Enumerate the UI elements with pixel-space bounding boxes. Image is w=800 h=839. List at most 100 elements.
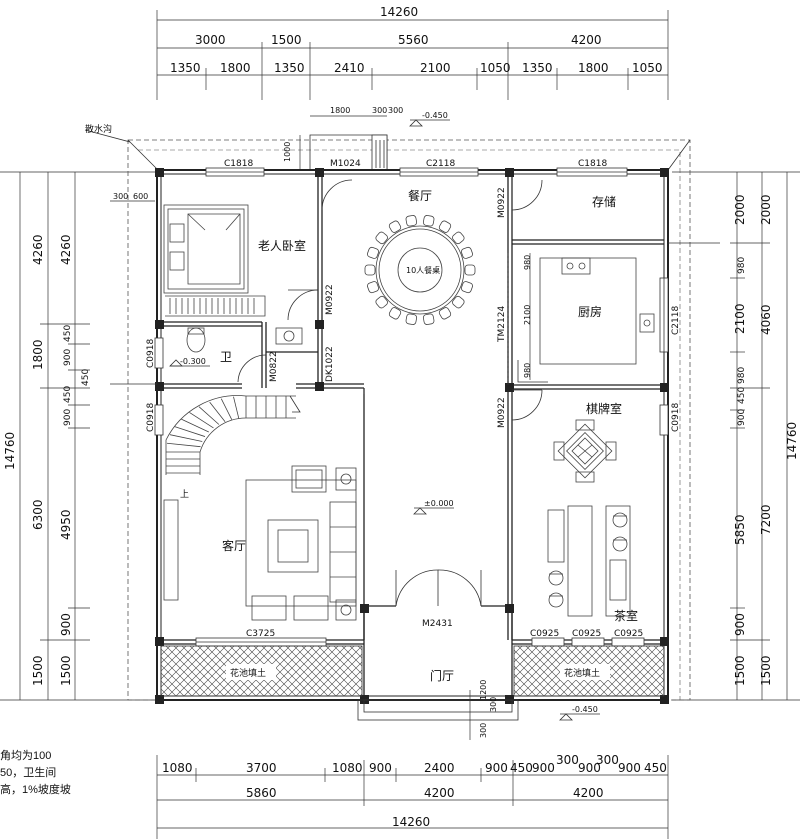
- left-inner-dim: 4260: [59, 234, 73, 265]
- porch-dim: 300: [479, 723, 488, 738]
- dining-chair: [405, 313, 418, 325]
- stair-up-label: 上: [180, 489, 189, 500]
- room-elder-bedroom: 老人卧室: [258, 238, 306, 253]
- chess-table: [553, 419, 617, 483]
- top-row2-dim: 1350: [170, 61, 201, 75]
- dining-chair: [405, 215, 418, 227]
- window-label: C0925: [572, 629, 601, 639]
- window-label: C1818: [224, 159, 253, 169]
- sofa-set: [163, 465, 357, 621]
- stair-tread: [198, 406, 220, 425]
- bottom-row1-dim: 900: [532, 761, 555, 775]
- dining-chair: [422, 215, 435, 227]
- room-labels: 老人卧室 餐厅 存储 厨房 卫 棋牌室 客厅 茶室 门厅: [220, 188, 638, 683]
- left-top-small-dim: 300: [113, 192, 128, 201]
- top-row1-dim: 5560: [398, 33, 429, 47]
- top-row2-dim: 2100: [420, 61, 451, 75]
- dining-chair: [364, 264, 376, 276]
- bottom-row1-dim: 300: [596, 753, 619, 767]
- entry-dim: 300: [372, 106, 387, 115]
- floor-level-mark: ±0.000: [413, 499, 454, 515]
- notes: 角均为100 50，卫生间 高，1%坡度坡: [0, 748, 71, 799]
- right-inner-dim: 2000: [733, 194, 747, 225]
- planter-right-label: 花池填土: [564, 667, 600, 679]
- porch-steps: 300 1200 300 -0.450: [357, 680, 600, 740]
- left-inner-dim: 900: [63, 409, 73, 426]
- top-row1-dim: 1500: [271, 33, 302, 47]
- opening-labels: C1818 M1024 C2118 C1818 M0922 M0922 M092…: [146, 159, 681, 639]
- door-label: M0922: [497, 187, 507, 218]
- left-inner-dim: 450: [63, 325, 73, 342]
- stair-tread: [174, 426, 206, 437]
- bottom-row1-dim: 450: [644, 761, 667, 775]
- porch-level: -0.450: [572, 705, 598, 714]
- right-dimensions: 14760 2000 4060 7200 1500 2000 980 2100 …: [672, 171, 800, 701]
- floor-level: ±0.000: [424, 499, 454, 508]
- dining-chair: [367, 246, 379, 259]
- note-line: 50，卫生间: [0, 767, 57, 779]
- dining-chair: [388, 220, 402, 233]
- windows: [154, 167, 669, 647]
- top-row2-dim: 1050: [480, 61, 511, 75]
- room-foyer: 门厅: [430, 668, 454, 683]
- window-label: C0925: [614, 629, 643, 639]
- bath-level: -0.300: [180, 357, 206, 366]
- room-storage: 存储: [592, 194, 616, 209]
- left-mid-dim: 1800: [31, 339, 45, 370]
- left-dimensions: 14760 4260 1800 6300 1500 4260 450 900 4…: [0, 171, 155, 701]
- top-row1-dim: 4200: [571, 33, 602, 47]
- bottom-row1-dim: 1080: [332, 761, 363, 775]
- top-row2-dim: 1050: [632, 61, 663, 75]
- left-mid-dim: 1500: [31, 655, 45, 686]
- door-label: M1024: [330, 159, 361, 169]
- porch-dim: 300: [489, 697, 498, 712]
- doors: [237, 179, 543, 607]
- bottom-row1-dim: 900: [369, 761, 392, 775]
- window-label: C0918: [146, 403, 156, 432]
- door-label: M0922: [497, 397, 507, 428]
- bottom-row1-dim: 900: [618, 761, 641, 775]
- kitchen-dim: 980: [523, 363, 532, 378]
- note-line: 高，1%坡度坡: [0, 784, 71, 796]
- dining-table-label: 10人餐桌: [406, 265, 440, 275]
- window-label: C1818: [578, 159, 607, 169]
- left-inner-dim: 4950: [59, 509, 73, 540]
- left-inner-dim: 450: [81, 369, 91, 386]
- right-inner-dim: 900: [733, 613, 747, 636]
- dining-chair: [452, 295, 465, 309]
- entry-level: -0.450: [422, 111, 448, 120]
- bottom-row1-dim: 1080: [162, 761, 193, 775]
- left-outer-dim: 14760: [3, 432, 17, 470]
- right-inner-dim: 900: [737, 409, 747, 426]
- entry-dim: 300: [388, 106, 403, 115]
- stair-tread: [169, 434, 203, 442]
- door-label: M0922: [325, 284, 335, 315]
- left-top-small-dim: 600: [133, 192, 148, 201]
- dining-chair: [461, 281, 473, 294]
- top-entry: 1800 300 300 1000 -0.450: [283, 106, 450, 171]
- dining-chair: [461, 246, 473, 259]
- stair-tread: [189, 412, 214, 429]
- kitchen-dim: 980: [523, 255, 532, 270]
- bed: [163, 204, 266, 317]
- tea-furniture: [547, 505, 631, 617]
- entry-dim: 1000: [283, 142, 292, 162]
- dining-table: 10人餐桌: [364, 215, 476, 325]
- door-label: M2431: [422, 619, 453, 629]
- top-row1-dim: 3000: [195, 33, 226, 47]
- top-dimensions: 14260 3000 1500 5560 4200 1350 1800 1350…: [156, 5, 669, 100]
- right-inner-dim: 980: [737, 257, 747, 274]
- right-outer-dim: 14760: [785, 422, 799, 460]
- window-label: C0918: [146, 339, 156, 368]
- room-chess: 棋牌室: [586, 401, 622, 416]
- left-inner-dim: 450: [63, 386, 73, 403]
- bottom-row1-dim: 300: [556, 753, 579, 767]
- right-mid-dim: 7200: [759, 504, 773, 535]
- room-living: 客厅: [222, 538, 246, 553]
- door-label: M0822: [269, 351, 279, 382]
- dining-chair: [464, 264, 476, 276]
- left-mid-dim: 4260: [31, 234, 45, 265]
- stair-tread: [166, 442, 201, 448]
- window-label: C2118: [426, 159, 455, 169]
- right-inner-dim: 1500: [733, 655, 747, 686]
